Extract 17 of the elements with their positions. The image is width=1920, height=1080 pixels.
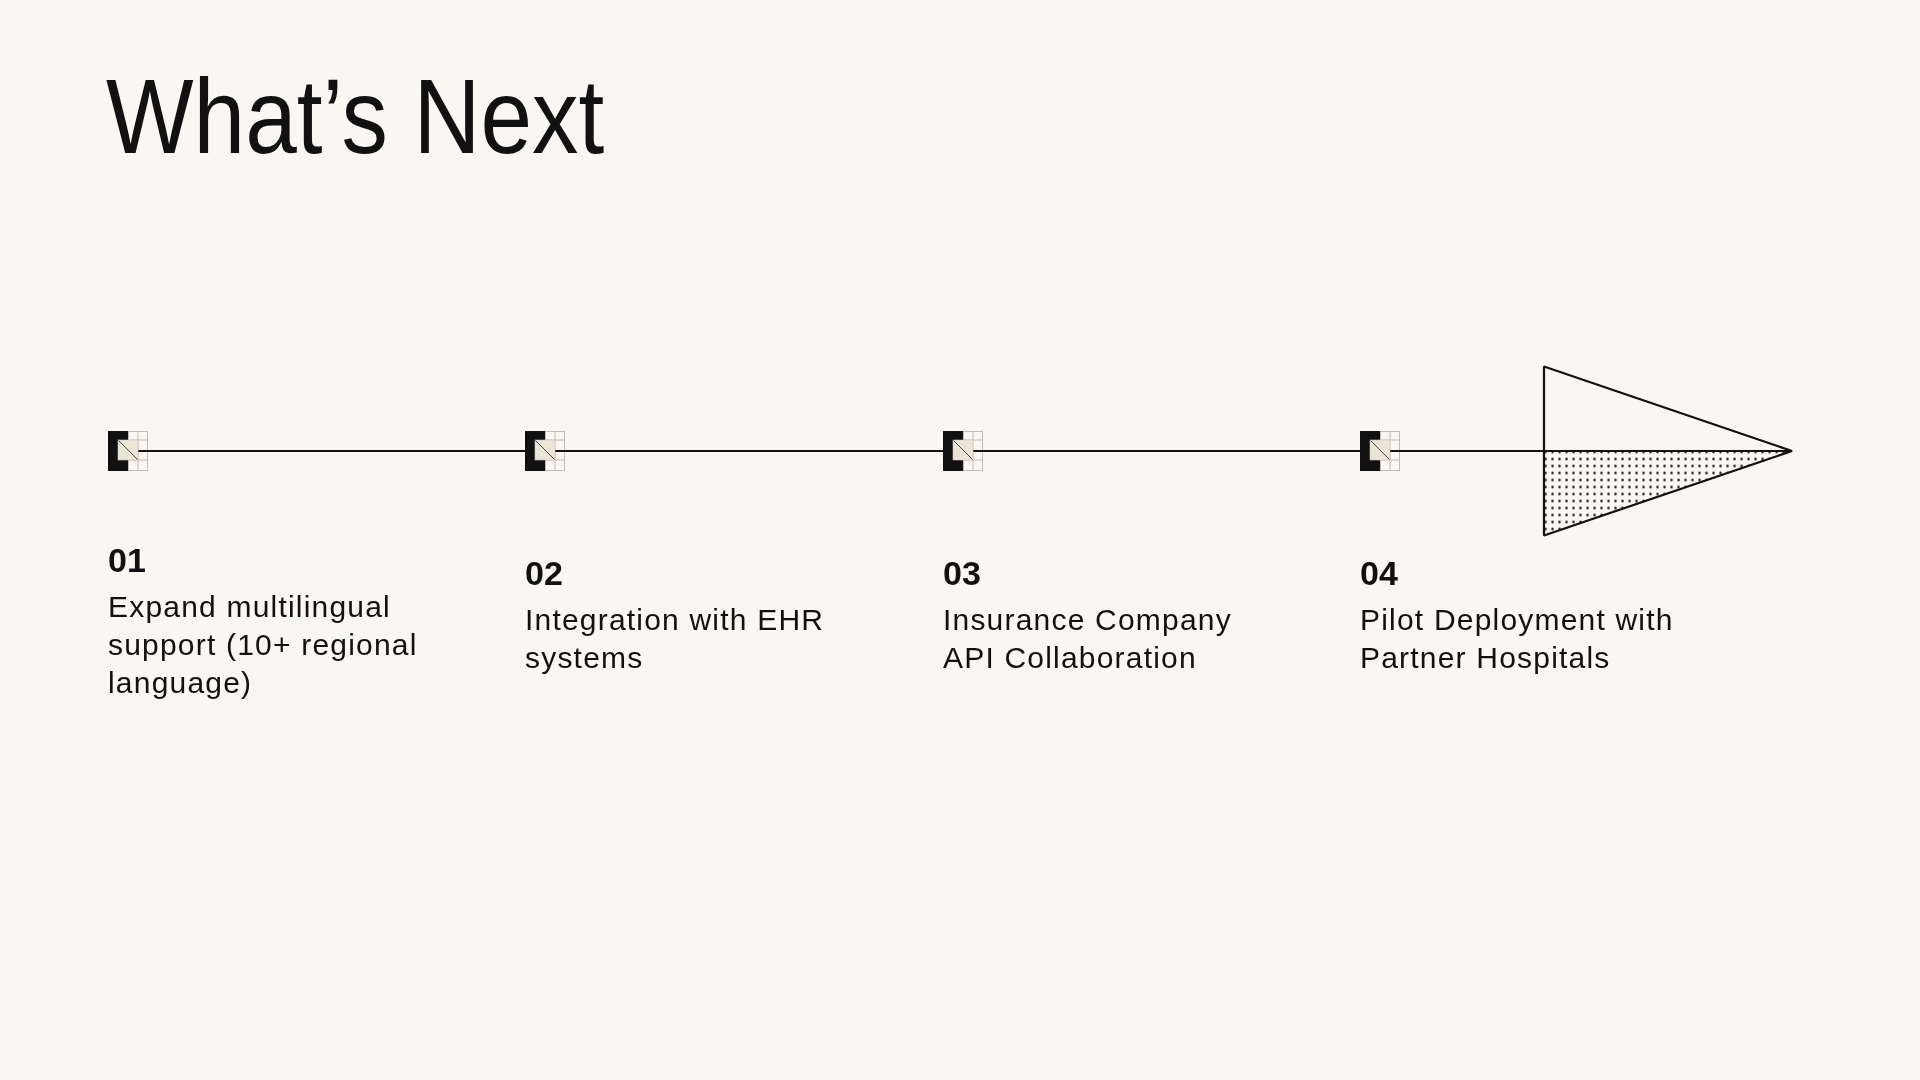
title: What’s Next (106, 63, 605, 169)
timeline-line (982, 450, 1361, 452)
timeline-marker-icon (525, 431, 565, 471)
step-number: 03 (943, 553, 981, 593)
step-description: Expand multilingual support (10+ regional language) (108, 589, 419, 701)
step-description: Integration with EHR systems (525, 602, 826, 676)
step-number: 02 (525, 553, 563, 593)
step-number: 01 (108, 540, 146, 580)
step-description: Insurance Company API Collaboration (943, 602, 1233, 676)
timeline-marker-icon (1360, 431, 1400, 471)
timeline-line (564, 450, 944, 452)
timeline-arrow (1399, 365, 1794, 537)
timeline-marker-icon (943, 431, 983, 471)
timeline-marker-icon (108, 431, 148, 471)
step-number: 04 (1360, 553, 1398, 593)
timeline-line (147, 450, 526, 452)
step-description: Pilot Deployment with Partner Hospitals (1360, 602, 1675, 676)
